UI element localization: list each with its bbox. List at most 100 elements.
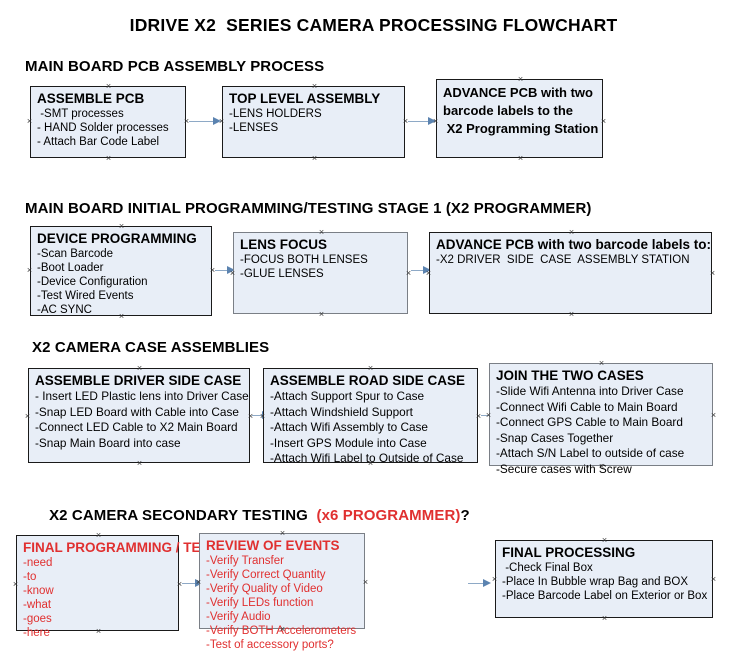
box-title: FINAL PROCESSING: [502, 545, 636, 560]
box-advance-pcb-driver-side[interactable]: ADVANCE PCB with two barcode labels to: …: [429, 232, 712, 314]
connection-handle-right[interactable]: [209, 267, 216, 274]
box-line: -Device Configuration: [37, 276, 148, 288]
box-lens-focus[interactable]: LENS FOCUS -FOCUS BOTH LENSES -GLUE LENS…: [233, 232, 408, 314]
box-line: -Scan Barcode: [37, 248, 114, 260]
connection-handle-right[interactable]: [710, 576, 717, 583]
connection-handle-bottom[interactable]: [598, 463, 605, 470]
connection-handle-top[interactable]: [367, 365, 374, 372]
connection-handle-top[interactable]: [118, 223, 125, 230]
connection-handle-left[interactable]: [432, 118, 439, 125]
connection-handle-bottom[interactable]: [136, 460, 143, 467]
box-line: -Attach S/N Label to outside of case: [496, 446, 685, 460]
connection-handle-top[interactable]: [598, 360, 605, 367]
connection-handle-right[interactable]: [362, 579, 369, 586]
connection-handle-bottom[interactable]: [118, 313, 125, 320]
connection-handle-bottom[interactable]: [95, 628, 102, 635]
box-line: -Snap Cases Together: [496, 430, 614, 445]
section-heading-main-board-pcb-assembly: MAIN BOARD PCB ASSEMBLY PROCESS: [25, 58, 325, 75]
box-line: -Snap Main Board into case: [35, 435, 181, 450]
connection-handle-top[interactable]: [568, 229, 575, 236]
box-line: -Snap LED Board with Cable into Case: [35, 404, 239, 419]
connection-handle-left[interactable]: [12, 581, 19, 588]
box-line: -Verify Correct Quantity: [206, 569, 326, 581]
box-join-the-two-cases[interactable]: JOIN THE TWO CASES -Slide Wifi Antenna i…: [489, 360, 713, 476]
connection-handle-bottom[interactable]: [279, 626, 286, 633]
box-line: -goes: [23, 613, 52, 625]
connection-handle-right[interactable]: [600, 118, 607, 125]
box-line: -Insert GPS Module into Case: [270, 435, 427, 450]
box-assemble-pcb[interactable]: ASSEMBLE PCB -SMT processes - HAND Solde…: [30, 86, 186, 158]
box-line: -Connect LED Cable to X2 Main Board: [35, 420, 238, 434]
section-heading-x2-camera-case-assemblies: X2 CAMERA CASE ASSEMBLIES: [32, 339, 270, 356]
connection-handle-bottom[interactable]: [318, 311, 325, 318]
connection-handle-right[interactable]: [402, 118, 409, 125]
box-line: -Boot Loader: [37, 262, 104, 274]
connection-handle-left[interactable]: [425, 270, 432, 277]
box-review-of-events[interactable]: REVIEW OF EVENTS -Verify Transfer -Verif…: [199, 530, 365, 651]
box-line: - Attach Bar Code Label: [37, 136, 160, 148]
connection-handle-right[interactable]: [709, 270, 716, 277]
connection-handle-left[interactable]: [26, 267, 33, 274]
connection-handle-bottom[interactable]: [105, 155, 112, 162]
connection-handle-bottom[interactable]: [367, 460, 374, 467]
connection-handle-top[interactable]: [517, 76, 524, 83]
box-line: -Verify Quality of Video: [206, 583, 323, 595]
box-line: -Connect Wifi Cable to Main Board: [496, 399, 678, 414]
box-line: -Test Wired Events: [37, 290, 134, 302]
box-line: -know: [23, 585, 54, 597]
box-title: DEVICE PROGRAMMING: [37, 231, 197, 246]
box-title: FINAL PROGRAMMING / TESTING: [23, 540, 242, 555]
box-assemble-road-side-case[interactable]: ASSEMBLE ROAD SIDE CASE -Attach Support …: [263, 365, 478, 465]
connection-handle-top[interactable]: [279, 530, 286, 537]
box-line: -what: [23, 599, 52, 611]
box-title: REVIEW OF EVENTS: [206, 538, 340, 553]
box-title: TOP LEVEL ASSEMBLY: [229, 91, 381, 106]
box-line: -Place Barcode Label on Exterior or Box: [502, 590, 708, 602]
section-heading-text: X2 CAMERA SECONDARY TESTING: [49, 507, 317, 524]
box-assemble-driver-side-case[interactable]: ASSEMBLE DRIVER SIDE CASE - Insert LED P…: [28, 368, 250, 463]
connector-assemble-pcb-to-top-level: [189, 117, 221, 126]
box-top-level-assembly[interactable]: TOP LEVEL ASSEMBLY -LENS HOLDERS -LENSES: [222, 86, 405, 158]
connection-handle-bottom[interactable]: [517, 155, 524, 162]
box-line: -Verify LEDs function: [206, 597, 314, 609]
box-line: -Attach Windshield Support: [270, 404, 413, 419]
connection-handle-right[interactable]: [247, 413, 254, 420]
connection-handle-left[interactable]: [259, 413, 266, 420]
connection-handle-right[interactable]: [710, 412, 717, 419]
box-line: -AC SYNC: [37, 304, 92, 316]
connection-handle-right[interactable]: [183, 118, 190, 125]
connection-handle-left[interactable]: [26, 118, 33, 125]
box-line: -GLUE LENSES: [240, 268, 324, 280]
connection-handle-left[interactable]: [24, 413, 31, 420]
connection-handle-left[interactable]: [491, 576, 498, 583]
connection-handle-left[interactable]: [195, 579, 202, 586]
box-final-processing[interactable]: FINAL PROCESSING -Check Final Box -Place…: [495, 540, 713, 618]
connection-handle-bottom[interactable]: [568, 311, 575, 318]
box-title: ADVANCE PCB with two barcode labels to:: [436, 237, 712, 252]
connection-handle-top[interactable]: [95, 532, 102, 539]
box-title: ASSEMBLE DRIVER SIDE CASE: [35, 373, 242, 388]
connection-handle-right[interactable]: [475, 413, 482, 420]
connection-handle-left[interactable]: [485, 412, 492, 419]
connection-handle-top[interactable]: [105, 83, 112, 90]
box-line: -Place In Bubble wrap Bag and BOX: [502, 576, 689, 588]
connection-handle-left[interactable]: [229, 270, 236, 277]
connection-handle-right[interactable]: [405, 270, 412, 277]
connection-handle-bottom[interactable]: [311, 155, 318, 162]
box-line: -Secure cases with Screw: [496, 461, 632, 476]
connection-handle-right[interactable]: [176, 581, 183, 588]
box-line: - HAND Solder processes: [37, 122, 169, 134]
section-heading-tail: ?: [460, 507, 470, 524]
connection-handle-top[interactable]: [136, 365, 143, 372]
box-final-programming-testing[interactable]: FINAL PROGRAMMING / TESTING -need -to -k…: [16, 532, 242, 639]
connection-handle-top[interactable]: [601, 537, 608, 544]
box-line: -LENSES: [229, 122, 279, 134]
connection-handle-bottom[interactable]: [601, 615, 608, 622]
box-advance-pcb-x2-programming[interactable]: ADVANCE PCB with two barcode labels to t…: [436, 79, 603, 158]
box-device-programming[interactable]: DEVICE PROGRAMMING -Scan Barcode -Boot L…: [30, 226, 212, 316]
connection-handle-top[interactable]: [311, 83, 318, 90]
box-line: -Verify Audio: [206, 611, 271, 623]
box-line: -SMT processes: [37, 108, 124, 120]
connection-handle-top[interactable]: [318, 229, 325, 236]
connection-handle-left[interactable]: [218, 118, 225, 125]
